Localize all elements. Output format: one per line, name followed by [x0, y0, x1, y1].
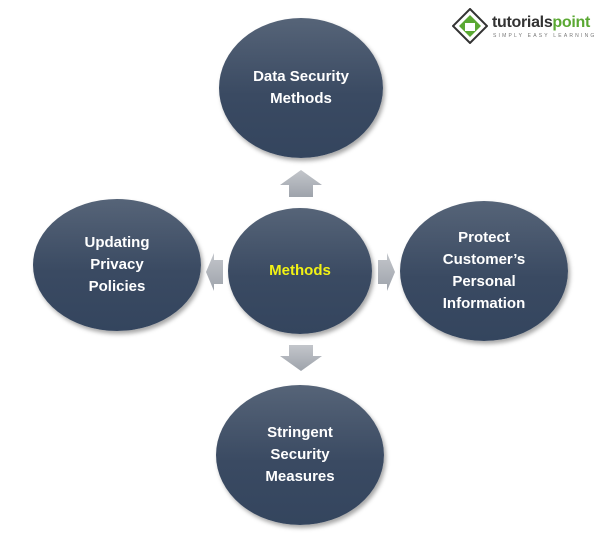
- node-stringent-security-measures: Stringent Security Measures: [216, 385, 384, 525]
- node-updating-privacy-policies: Updating Privacy Policies: [33, 199, 201, 331]
- node-methods-center: Methods: [228, 208, 372, 334]
- logo-diamond-icon: [452, 8, 488, 44]
- node-data-security-methods: Data Security Methods: [219, 18, 383, 158]
- node-label: Protect Customer’s Personal Information: [442, 229, 526, 312]
- arrow-right-icon: [378, 253, 395, 291]
- center-label: Methods: [269, 262, 331, 279]
- logo-word1: tutorials: [492, 14, 553, 31]
- tutorialspoint-logo: tutorialspoint SIMPLY EASY LEARNING: [452, 8, 597, 46]
- logo-tagline: SIMPLY EASY LEARNING: [493, 33, 597, 39]
- node-label: Stringent Security Measures: [265, 424, 335, 485]
- node-protect-customer-information: Protect Customer’s Personal Information: [400, 201, 568, 341]
- arrow-down-icon: [280, 345, 322, 371]
- arrow-left-icon: [206, 253, 223, 291]
- arrow-up-icon: [280, 170, 322, 197]
- node-label: Updating Privacy Policies: [84, 234, 150, 295]
- node-label: Data Security Methods: [253, 68, 349, 107]
- logo-word2: point: [552, 14, 591, 31]
